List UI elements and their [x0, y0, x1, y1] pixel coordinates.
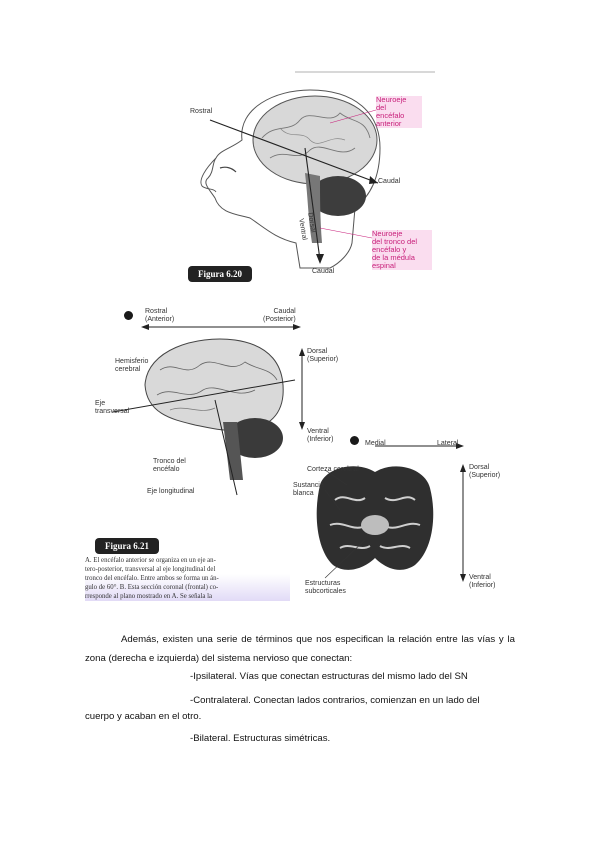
head-brain-illustration — [200, 71, 435, 269]
label-eje-longitudinal: Eje longitudinal — [147, 488, 195, 495]
intro-paragraph: Además, existen una serie de términos qu… — [85, 634, 515, 664]
marker-a — [124, 311, 133, 320]
label-tronco-encefalo: Tronco del encéfalo — [153, 458, 186, 473]
brain-sections-illustration — [112, 324, 466, 582]
figure-badge-6-21: Figura 6.21 — [95, 538, 159, 554]
label-medial: Medial — [365, 440, 386, 447]
label-eje-transversal: Eje transversal — [95, 400, 130, 415]
label-hemisferio: Hemisferio cerebral — [115, 358, 149, 373]
label-ventral-inferior-a: Ventral (Inferior) — [307, 428, 334, 443]
figure-badge-6-20: Figura 6.20 — [188, 266, 252, 282]
figure-caption: A. El encéfalo anterior se organiza en u… — [85, 556, 290, 601]
label-sustancia-blanca: Sustancia blanca — [293, 482, 324, 497]
list-item-contralateral: -Contralateral. Conectan lados contrario… — [190, 695, 480, 706]
label-lateral: Lateral — [437, 440, 459, 447]
label-dorsal-superior-a: Dorsal (Superior) — [307, 348, 339, 363]
list-item-bilateral: -Bilateral. Estructuras simétricas. — [190, 733, 331, 744]
marker-b — [350, 436, 359, 445]
label-estructuras-subcorticales: Estructuras subcorticales — [305, 580, 346, 595]
label-rostral-anterior: Rostral (Anterior) — [145, 308, 175, 323]
figure-6-20: Rostral Caudal Caudal Dorsal Ventral Neu… — [180, 68, 440, 288]
label-ventral-inferior-b: Ventral (Inferior) — [469, 574, 496, 589]
label-neuroeje-tronco: Neuroeje del tronco del encéfalo y de la… — [372, 230, 432, 270]
list-item-ipsilateral: -Ipsilateral. Vías que conectan estructu… — [190, 671, 468, 682]
figure-6-21: Rostral (Anterior) Caudal (Posterior) Do… — [85, 300, 515, 605]
list-item-contralateral-cont: cuerpo y acaban en el otro. — [85, 711, 202, 722]
label-caudal-posterior: Caudal (Posterior) — [263, 308, 296, 323]
label-dorsal-superior-b: Dorsal (Superior) — [469, 464, 501, 479]
label-neuroeje-encefalo: Neuroeje del encéfalo anterior — [376, 96, 422, 128]
label-rostral: Rostral — [190, 108, 213, 115]
label-caudal-right: Caudal — [378, 178, 401, 185]
label-caudal-bottom: Caudal — [312, 268, 335, 275]
label-corteza: Corteza cerebral — [307, 466, 359, 473]
